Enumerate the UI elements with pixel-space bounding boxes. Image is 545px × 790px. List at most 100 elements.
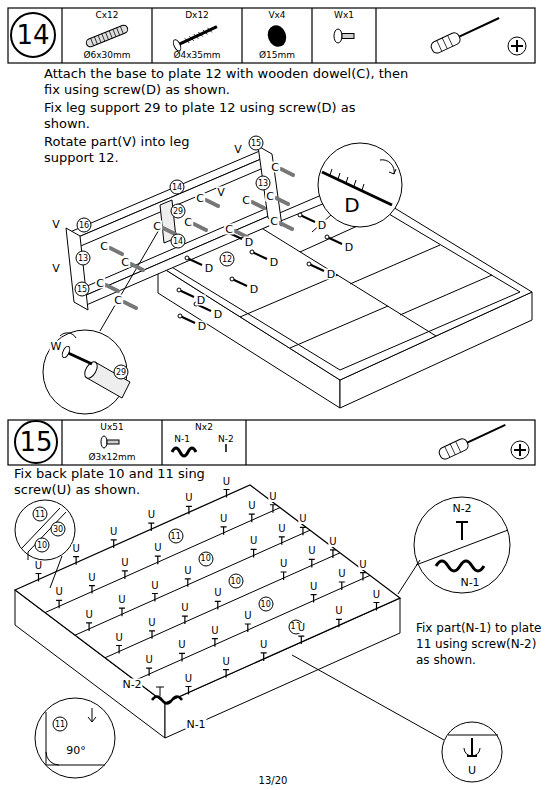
screw (179, 653, 185, 661)
part-letter: N-2 (121, 679, 142, 690)
partition (240, 213, 492, 348)
callout-number: 14 (170, 180, 185, 195)
hardware (36, 169, 380, 695)
dowel (281, 169, 293, 175)
parts-header (8, 8, 535, 63)
screw (56, 600, 62, 608)
bracket-part (152, 697, 182, 704)
part-letter: D (326, 269, 336, 280)
step-number: 14 (10, 12, 56, 58)
magnifier (389, 169, 396, 174)
magnifier (66, 352, 92, 364)
magnifier (456, 522, 468, 540)
screw (185, 256, 189, 260)
instruction-text: Fix back plate 10 and 11 sing screw(U) a… (14, 466, 226, 498)
drawer-box (105, 553, 340, 658)
screwdriver-icon (430, 13, 526, 55)
screw-letter: U (120, 558, 129, 568)
screw-letter: U (109, 527, 118, 537)
screw-letter: U (219, 514, 228, 524)
screw (186, 687, 192, 695)
angle-label: 90° (65, 745, 87, 756)
screw-icon (179, 27, 217, 45)
magnifier (100, 228, 160, 331)
dowel (276, 198, 288, 204)
dowel (131, 264, 143, 270)
part-letter: D (213, 309, 223, 320)
screw-letter: U (372, 590, 381, 600)
screw (146, 668, 152, 676)
magnifier (35, 698, 115, 778)
magnifier (292, 655, 444, 740)
cap-icon (265, 23, 289, 50)
screw (177, 288, 181, 292)
screw (250, 250, 254, 254)
callout-number: 29 (114, 365, 129, 380)
side-rail (66, 146, 282, 310)
screw-letter: U (213, 588, 222, 598)
screw (270, 505, 276, 513)
instruction-text: Fix leg support 29 to plate 12 using scr… (44, 100, 374, 132)
part-letter: C (99, 241, 109, 252)
screw (330, 550, 336, 558)
drawer-box (45, 508, 280, 613)
screw (325, 235, 329, 239)
magnifier (330, 169, 364, 190)
part-letter: C (113, 295, 123, 306)
screw (89, 586, 95, 594)
screw-letter: U (54, 587, 63, 597)
parts-cell: Ux51Ø3x12mm (62, 420, 162, 465)
magnifier (46, 712, 105, 765)
callout-number: 16 (77, 218, 92, 233)
magnifier (414, 497, 510, 593)
instruction-text: Fix part(N-1) to plate 11 using screw(N-… (416, 620, 542, 668)
screwdriver-icon (438, 437, 470, 461)
screw-letter: U (358, 560, 367, 570)
callout-number: 15 (249, 136, 264, 151)
screw-icon (172, 39, 183, 52)
screw (122, 571, 128, 579)
parts-cell: Cx12Ø6x30mm (62, 8, 152, 63)
screwdriver-icon (430, 31, 462, 55)
part-letter: V (216, 187, 226, 198)
screwdriver-icon (511, 441, 529, 459)
callout-number: 30 (51, 522, 66, 537)
screwdriver-icon (467, 425, 505, 443)
screw (230, 277, 234, 281)
magnifier (448, 735, 498, 736)
magnifier (464, 748, 480, 756)
screw-letter: U (84, 610, 93, 620)
screw (178, 314, 182, 318)
page-number: 13/20 (258, 776, 289, 786)
magnifier (436, 561, 484, 571)
parts-cell: Wx1 (312, 8, 376, 63)
screw (311, 595, 317, 603)
screw-letter: U (184, 674, 193, 684)
side-rail (66, 228, 88, 310)
screw-letter: U (307, 546, 316, 556)
callout-number: 12 (220, 252, 235, 267)
screw (221, 527, 227, 535)
magnifier (380, 160, 394, 174)
part-letter: N-2 (451, 503, 472, 514)
screwdriver-icon (437, 35, 453, 51)
screwdriver-icon (514, 444, 526, 456)
screw (155, 556, 161, 564)
callout-number: 11 (53, 717, 68, 732)
screw-letter: U (71, 544, 80, 554)
part-size: Ø4x35mm (172, 51, 221, 60)
screw (215, 601, 221, 609)
step-number: 15 (14, 420, 58, 464)
dowel-icon (91, 26, 124, 45)
part-quantity: Cx12 (94, 11, 119, 20)
screw-letter: U (279, 559, 288, 569)
part-quantity: Wx1 (333, 11, 355, 20)
screw-letter: U (117, 595, 126, 605)
callout-number: 11 (33, 507, 48, 522)
dowel (206, 200, 218, 206)
screw-letter: U (243, 611, 252, 621)
callout-number: 14 (171, 234, 186, 249)
screw (336, 619, 342, 627)
parts-header (62, 8, 376, 63)
callout-number: 11 (168, 529, 183, 544)
